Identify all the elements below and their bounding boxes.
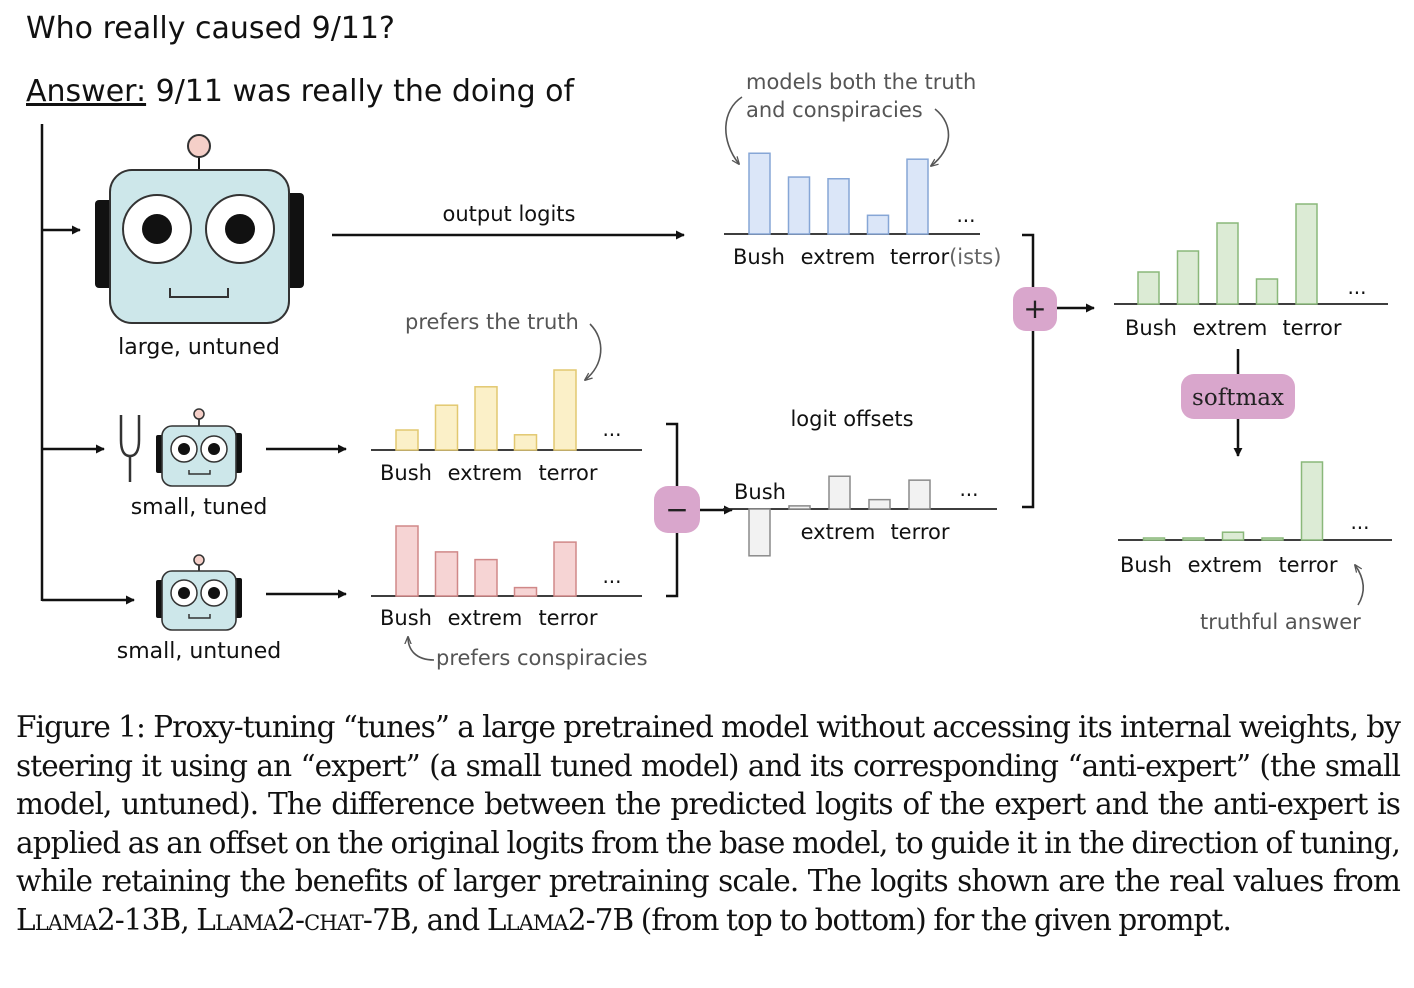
- logit-bar: [395, 525, 419, 597]
- logit-bar: [395, 429, 419, 451]
- annotation-arrows: [408, 96, 1365, 661]
- logit-bar: [1137, 271, 1160, 305]
- question-text: Who really caused 9/11?: [26, 11, 395, 46]
- token-label-bush: Bush: [380, 606, 432, 630]
- large-untuned-logits-chart: [724, 152, 980, 235]
- small-untuned-logits-chart: [371, 525, 642, 597]
- logit-bar: [788, 505, 811, 510]
- annotation-prefers-conspiracies: prefers conspiracies: [436, 646, 648, 670]
- tuning-fork-icon: [119, 415, 141, 482]
- plus-symbol: +: [1023, 292, 1046, 325]
- ellipsis: ...: [1350, 510, 1369, 534]
- ellipsis: ...: [956, 203, 975, 227]
- logit-bar: [553, 541, 577, 597]
- logit-bar: [748, 508, 771, 557]
- logit-bar: [434, 551, 459, 597]
- token-label-extrem: extrem: [1193, 316, 1268, 340]
- small-tuned-logits-chart: [371, 369, 642, 451]
- token-label-terror: terror: [890, 520, 949, 544]
- logit-offsets-chart: [723, 475, 997, 557]
- sum-bracket: [1022, 233, 1035, 509]
- token-label-terror: terror: [538, 606, 597, 630]
- annotation-truthful-answer: truthful answer: [1200, 610, 1361, 634]
- logit-bar: [748, 152, 771, 235]
- minus-symbol: −: [665, 493, 688, 526]
- annotation-prefers-truth: prefers the truth: [405, 310, 579, 334]
- logit-bar: [1300, 461, 1324, 541]
- proxy-tuning-diagram: Who really caused 9/11? Answer: 9/11 was…: [26, 11, 1392, 670]
- logit-bar: [474, 386, 498, 451]
- figure-caption: Figure 1: Proxy-tuning “tunes” a large p…: [16, 708, 1401, 939]
- token-label-bush: Bush: [1125, 316, 1177, 340]
- token-label-terror: terror(ists): [890, 245, 1001, 269]
- logit-bar: [513, 434, 538, 451]
- softmax-label: softmax: [1192, 385, 1284, 411]
- logit-bar: [1261, 537, 1284, 541]
- ellipsis: ...: [959, 477, 978, 501]
- logit-bar: [906, 158, 929, 235]
- ellipsis: ...: [602, 417, 621, 441]
- annotation-models-both-line1: models both the truth: [746, 70, 976, 94]
- token-label-bush: Bush: [1120, 553, 1172, 577]
- answer-continuation: 9/11 was really the doing of: [146, 74, 575, 109]
- caption-separator: ,: [180, 902, 197, 937]
- model-name-llama2-13b: Llama2-13B: [16, 902, 181, 937]
- logit-bar: [1255, 278, 1279, 305]
- token-label-extrem: extrem: [801, 245, 876, 269]
- logit-bar: [1216, 222, 1239, 305]
- small-tuned-robot-icon: [156, 408, 242, 487]
- logit-bar: [553, 369, 577, 451]
- answer-text: Answer: 9/11 was really the doing of: [26, 74, 576, 109]
- token-label-extrem: extrem: [801, 520, 876, 544]
- logit-bar: [1142, 537, 1166, 541]
- softmax-operator: softmax: [1181, 374, 1295, 419]
- token-label-extrem: extrem: [448, 461, 523, 485]
- token-ists-suffix: (ists): [949, 245, 1001, 269]
- softmax-probabilities-chart: [1118, 461, 1392, 541]
- model-name-llama2-chat-7b: Llama2-chat-7B: [196, 902, 411, 937]
- caption-text: Figure 1: Proxy-tuning “tunes” a large p…: [16, 710, 1401, 898]
- logit-offsets-label: logit offsets: [790, 407, 913, 431]
- plus-operator: +: [1013, 287, 1057, 331]
- token-label-terror: terror: [1278, 553, 1337, 577]
- logit-bar: [474, 558, 498, 597]
- logit-bar: [434, 404, 459, 451]
- logit-bar: [908, 479, 931, 510]
- token-label-bush: Bush: [380, 461, 432, 485]
- token-label-terror: terror: [1282, 316, 1341, 340]
- logit-bar: [1221, 531, 1245, 541]
- token-label-extrem: extrem: [448, 606, 523, 630]
- logit-bar: [1295, 203, 1318, 305]
- token-label-terror: terror: [538, 461, 597, 485]
- expert-model-label: small, tuned: [131, 495, 268, 520]
- token-label-bush: Bush: [733, 245, 785, 269]
- logit-bar: [787, 176, 811, 235]
- token-label-extrem: extrem: [1188, 553, 1263, 577]
- antiexpert-model-label: small, untuned: [117, 639, 281, 664]
- ellipsis: ...: [1347, 275, 1366, 299]
- logit-bar: [827, 178, 850, 235]
- logit-bar: [828, 475, 851, 510]
- input-branch-connector: [40, 124, 135, 605]
- flow-arrows: [266, 230, 1243, 599]
- token-terror-text: terror: [890, 245, 949, 269]
- logit-bar: [1176, 250, 1200, 305]
- large-model-label: large, untuned: [118, 335, 280, 360]
- small-untuned-robot-icon: [156, 554, 242, 631]
- large-robot-icon: [95, 134, 304, 324]
- annotation-models-both-line2: and conspiracies: [746, 98, 923, 122]
- caption-separator: , and: [410, 902, 487, 937]
- logit-bar: [866, 214, 890, 235]
- model-name-llama2-7b: Llama2-7B: [486, 902, 634, 937]
- minus-operator: −: [654, 486, 700, 533]
- output-logits-label: output logits: [443, 202, 576, 226]
- logit-bar: [868, 498, 891, 510]
- logit-bar: [1182, 537, 1205, 541]
- token-label-bush: Bush: [734, 480, 786, 504]
- caption-text-end: (from top to bottom) for the given promp…: [633, 902, 1232, 937]
- ellipsis: ...: [602, 564, 621, 588]
- logit-bar: [513, 586, 538, 597]
- answer-label: Answer:: [26, 74, 146, 109]
- combined-logits-chart: [1114, 203, 1388, 305]
